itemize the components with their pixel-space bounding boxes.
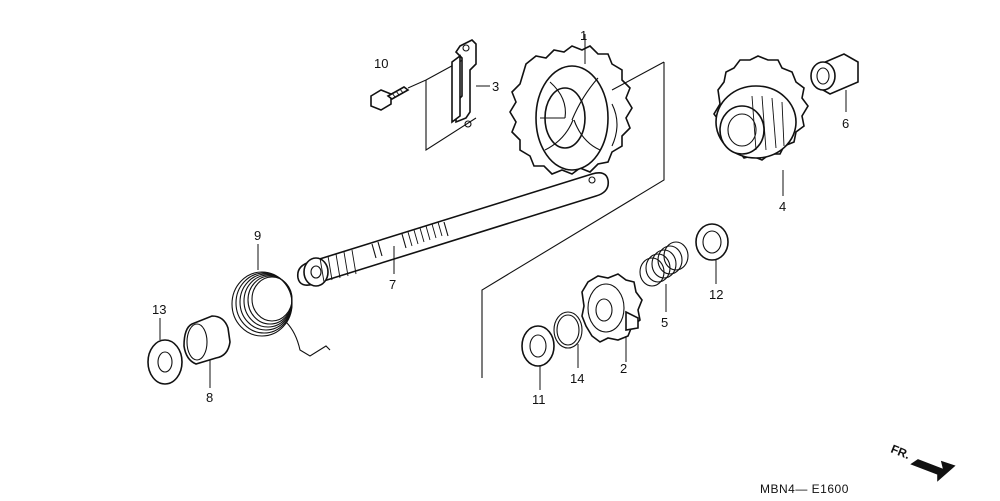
callout-10: 10 — [374, 56, 388, 71]
callout-3: 3 — [492, 79, 499, 94]
callout-8: 8 — [206, 390, 213, 405]
callout-labels: 1 2 3 4 5 6 7 8 9 10 11 12 13 14 — [152, 28, 849, 407]
callout-6: 6 — [842, 116, 849, 131]
callout-2: 2 — [620, 361, 627, 376]
callout-4: 4 — [779, 199, 786, 214]
spindle-washer — [695, 223, 729, 284]
gear-assembly-frame — [481, 61, 665, 378]
callout-5: 5 — [661, 315, 668, 330]
front-direction-arrow: FR. — [889, 442, 956, 482]
kickstarter-return-spring — [231, 244, 331, 357]
spindle-collar — [183, 315, 231, 388]
kickstarter-idle-gear — [713, 55, 809, 196]
kickstarter-spindle — [296, 172, 610, 287]
drawing-code: MBN4— E1600 — [760, 482, 849, 496]
callout-7: 7 — [389, 277, 396, 292]
callout-14: 14 — [570, 371, 584, 386]
callout-13: 13 — [152, 302, 166, 317]
callout-11: 11 — [532, 392, 546, 407]
callout-9: 9 — [254, 228, 261, 243]
flange-bolt — [370, 79, 427, 111]
callout-12: 12 — [709, 287, 723, 302]
spindle-bracket — [451, 39, 490, 128]
spindle-bushing — [810, 53, 859, 112]
front-arrow-label: FR. — [889, 442, 912, 462]
kickstarter-ratchet — [581, 273, 643, 362]
snap-ring — [553, 311, 583, 368]
callout-1: 1 — [580, 28, 587, 43]
ratchet-spring — [639, 241, 689, 312]
thrust-washer — [147, 318, 183, 385]
kickstarter-drive-gear — [509, 34, 633, 175]
ratchet-washer — [521, 325, 555, 390]
